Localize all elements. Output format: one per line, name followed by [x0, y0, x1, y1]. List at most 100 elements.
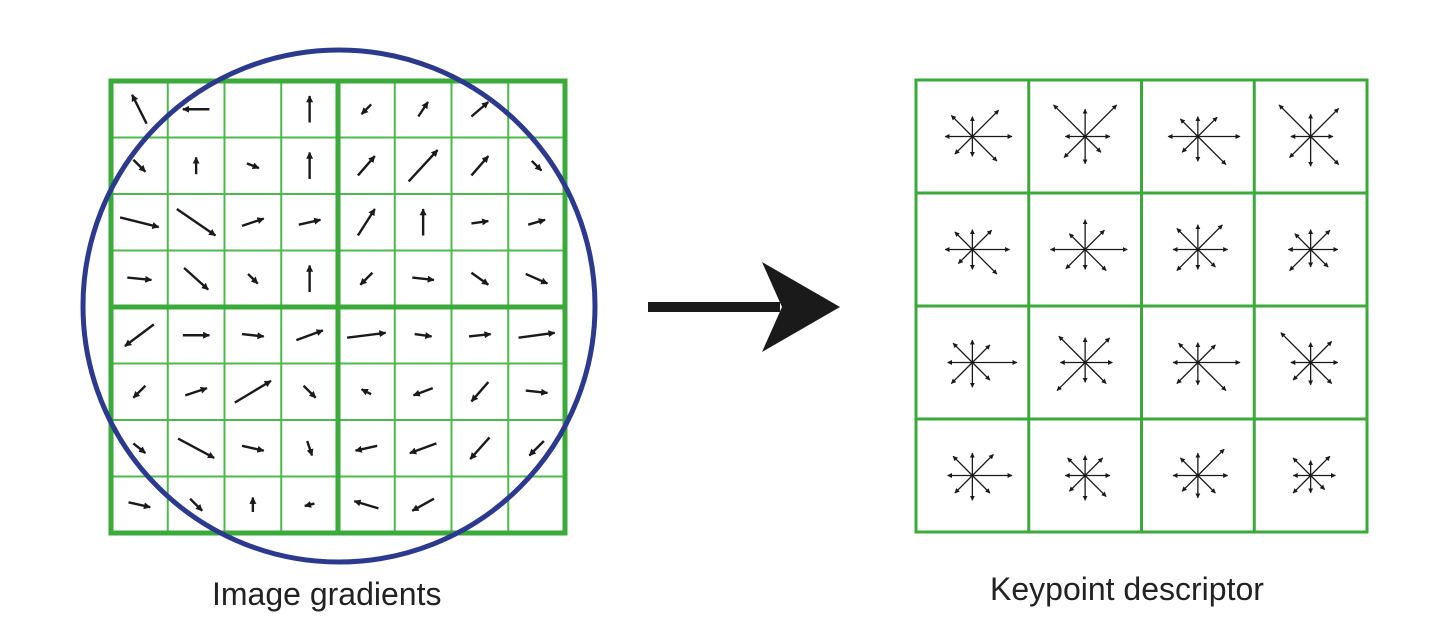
gradient-arrows [119, 94, 556, 512]
orientation-histogram-icon [1172, 448, 1229, 499]
histogram-bin-arrow [1197, 475, 1216, 494]
histogram-bin-arrow [954, 231, 973, 250]
gradient-arrow [124, 323, 155, 348]
gradient-arrow [409, 442, 437, 455]
gradient-arrow [470, 381, 490, 403]
histogram-bin-arrow [1065, 249, 1086, 270]
histogram-bin-arrow [1197, 344, 1216, 363]
gradient-arrow [132, 442, 147, 455]
gradient-arrow [119, 216, 160, 229]
gradient-arrow [184, 386, 208, 397]
histogram-bin-arrow [1289, 249, 1312, 272]
gradient-arrow [528, 440, 545, 457]
gradient-arrow [525, 388, 549, 396]
histogram-bin-arrow [1084, 337, 1111, 363]
gradient-arrow [302, 384, 317, 399]
gradient-arrow [530, 160, 543, 172]
histogram-bin-arrow [952, 342, 973, 363]
gradient-arrow [359, 271, 374, 286]
gradient-arrow [357, 155, 376, 177]
orientation-histogram-icon [947, 452, 1013, 501]
histogram-bin-arrow [950, 114, 973, 137]
histogram-bin-arrow [1310, 340, 1333, 363]
gradient-arrow [306, 440, 314, 457]
gradient-arrow [189, 497, 204, 512]
image-gradients-panel [80, 47, 598, 565]
histogram-bin-arrow [1310, 475, 1326, 490]
histogram-bin-arrow [1310, 249, 1329, 268]
keypoint-descriptor-caption: Keypoint descriptor [990, 571, 1264, 607]
gradient-arrow [176, 207, 217, 237]
gradient-arrow [131, 94, 148, 125]
orientation-histogram-icon [1292, 455, 1336, 494]
gradient-arrow [354, 444, 378, 453]
histogram-bin-arrow [1068, 233, 1086, 250]
histogram-bin-arrow [1310, 455, 1331, 476]
gradient-arrow [407, 149, 439, 183]
gradient-arrow [525, 272, 549, 285]
orientation-histogram-icon [1287, 229, 1339, 272]
orientation-histogram-icon [1053, 104, 1118, 165]
orientation-histogram-icon [944, 229, 1011, 275]
gradient-arrow [356, 208, 376, 237]
gradient-arrow [470, 155, 490, 177]
gradient-coarse-grid [108, 78, 568, 536]
histogram-bin-arrow [971, 475, 991, 494]
gradient-arrow [470, 271, 490, 286]
histogram-bin-arrow [1197, 224, 1223, 250]
histogram-bin-arrow [1176, 362, 1199, 385]
gradient-arrow [241, 332, 265, 340]
keypoint-descriptor-panel [914, 78, 1369, 534]
orientation-histogram-icon [1278, 104, 1340, 167]
histogram-bin-arrow [1292, 457, 1312, 476]
histogram-bin-arrow [954, 475, 973, 494]
gradient-arrow [304, 501, 315, 508]
histogram-bin-arrow [1063, 136, 1086, 159]
histogram-bin-arrow [1179, 457, 1199, 476]
descriptor-histograms [944, 104, 1340, 501]
orientation-histogram-icon [1280, 332, 1339, 386]
gradient-arrow [470, 101, 490, 118]
histogram-bin-arrow [1280, 332, 1312, 363]
gradient-arrow [471, 218, 490, 226]
histogram-bin-arrow [1310, 362, 1333, 385]
histogram-bin-arrow [957, 249, 973, 264]
gradient-arrow [246, 162, 260, 170]
gradient-arrow [518, 330, 556, 339]
histogram-bin-arrow [1084, 136, 1102, 153]
orientation-histogram-icon [947, 339, 1018, 388]
histogram-bin-arrow [1067, 457, 1086, 476]
histogram-bin-arrow [1278, 104, 1312, 137]
image-gradients-caption: Image gradients [212, 576, 442, 612]
histogram-bin-arrow [1056, 362, 1086, 392]
orientation-histogram-icon [944, 109, 1013, 162]
gradient-arrow [247, 273, 259, 285]
histogram-bin-arrow [1084, 457, 1104, 476]
gradient-arrow [183, 267, 209, 291]
histogram-bin-arrow [1294, 233, 1312, 250]
histogram-bin-arrow [971, 453, 994, 476]
gradient-arrow [346, 330, 387, 339]
histogram-bin-arrow [1058, 335, 1086, 363]
histogram-bin-arrow [952, 455, 973, 476]
gradient-arrow [127, 275, 153, 283]
gradient-arrow [360, 103, 373, 115]
gradient-arrow [132, 384, 147, 399]
histogram-bin-arrow [1176, 227, 1199, 250]
histogram-bin-arrow [1084, 229, 1105, 250]
histogram-bin-arrow [1310, 136, 1340, 166]
right-arrow-icon [648, 262, 840, 352]
histogram-bin-arrow [1176, 249, 1199, 272]
histogram-bin-arrow [1197, 116, 1218, 137]
gradient-arrow [234, 379, 272, 404]
histogram-bin-arrow [1053, 104, 1086, 137]
gaussian-window-circle [80, 47, 598, 565]
gradient-arrow [353, 499, 379, 510]
histogram-bin-arrow [1084, 104, 1118, 137]
histogram-bin-arrow [971, 362, 991, 381]
histogram-bin-arrow [950, 362, 973, 385]
descriptor-grid [914, 78, 1369, 534]
histogram-bin-arrow [1310, 107, 1340, 137]
histogram-bin-arrow [1181, 136, 1199, 153]
gradient-arrow [132, 158, 147, 173]
